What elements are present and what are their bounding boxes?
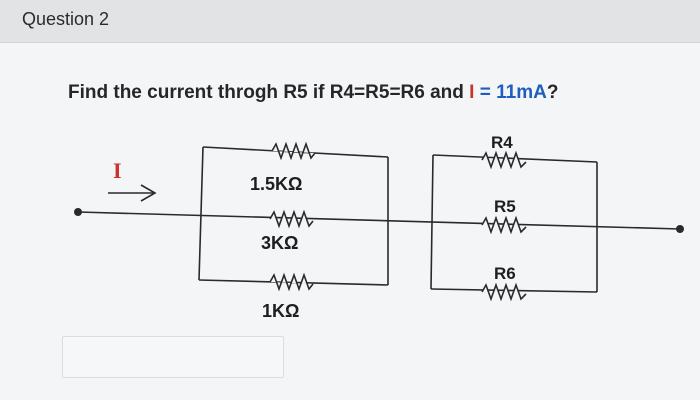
right-box-left-wire xyxy=(430,154,434,290)
resistor-label-3k: 3KΩ xyxy=(261,233,298,253)
question-prompt: Find the current throgh R5 if R4=R5=R6 a… xyxy=(68,82,558,104)
resistor-label-r6: R6 xyxy=(494,264,516,283)
resistor-1k-icon xyxy=(269,272,314,292)
answer-input[interactable] xyxy=(62,336,284,378)
right-terminal-node xyxy=(676,225,684,233)
resistor-1-5k-icon xyxy=(271,141,316,161)
current-value: = 11mA xyxy=(474,82,547,103)
resistor-r5-icon xyxy=(481,215,527,235)
resistor-r6-icon xyxy=(481,282,527,302)
left-box-left-wire xyxy=(198,146,204,281)
resistor-r4-icon xyxy=(481,150,527,170)
resistor-label-r5: R5 xyxy=(494,197,516,216)
question-title: Question 2 xyxy=(22,9,110,29)
prompt-text: Find the current throgh R5 if R4=R5=R6 a… xyxy=(68,82,470,103)
resistor-label-1k: 1KΩ xyxy=(262,301,299,321)
prompt-end: ? xyxy=(546,82,559,103)
current-label: I xyxy=(113,158,122,183)
resistor-3k-icon xyxy=(269,209,314,229)
resistor-label-r4: R4 xyxy=(491,133,513,152)
resistor-label-1-5k: 1.5KΩ xyxy=(250,174,302,194)
question-header: Question 2 xyxy=(0,0,700,43)
current-arrow-head xyxy=(140,184,157,202)
current-symbol: I xyxy=(469,82,475,103)
left-terminal-node xyxy=(74,208,82,216)
main-wire xyxy=(77,211,681,230)
